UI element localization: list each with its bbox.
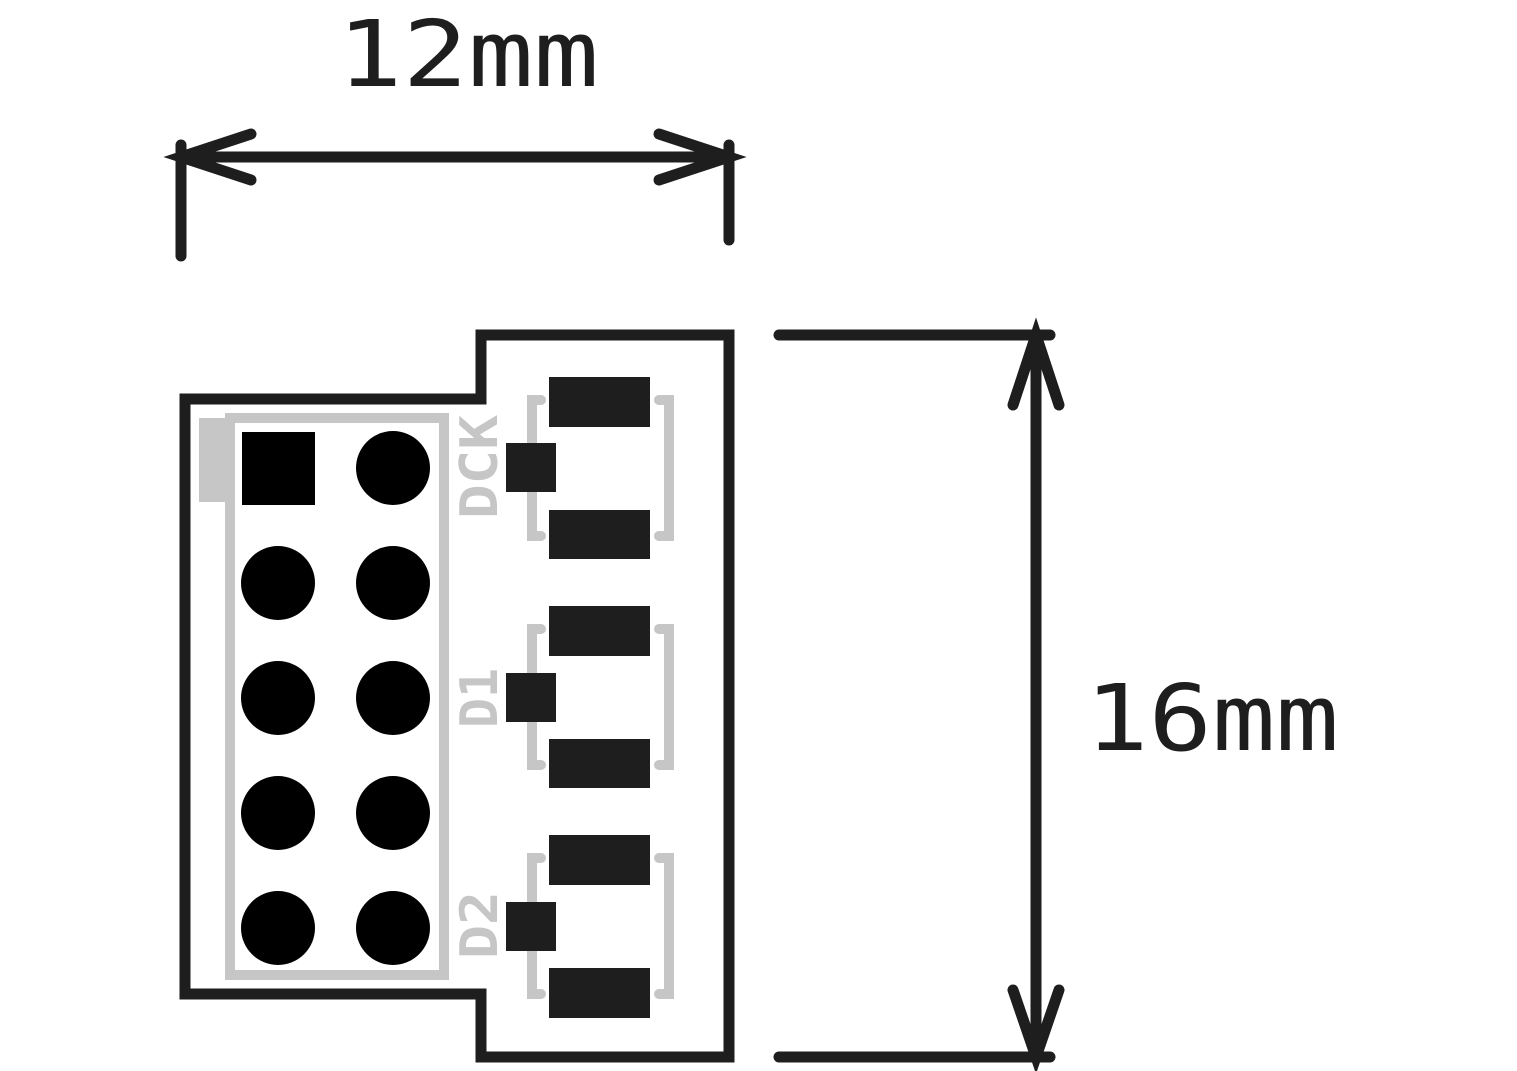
smd-pad-top bbox=[549, 377, 650, 427]
smd-pad-top bbox=[549, 835, 650, 885]
header-pad-1 bbox=[242, 432, 315, 505]
height-dimension bbox=[773, 317, 1065, 1071]
pin1-marker bbox=[199, 418, 235, 502]
header-pad-2 bbox=[356, 431, 430, 505]
header-pad-6 bbox=[356, 661, 430, 735]
height-arrow-bottom bbox=[1007, 984, 1065, 1071]
header-silk-outline bbox=[225, 413, 449, 980]
smd-pad-middle bbox=[506, 902, 556, 951]
width-arrow-left bbox=[163, 128, 257, 186]
width-arrow-right bbox=[653, 128, 747, 186]
smd-pad-bottom bbox=[549, 739, 650, 788]
smd-pad-middle bbox=[506, 443, 556, 492]
header-pad-3 bbox=[241, 546, 315, 620]
component-silk-right bbox=[654, 624, 674, 770]
board-outline bbox=[179, 329, 735, 1063]
header-pad-9 bbox=[241, 891, 315, 965]
component-dck: DCK bbox=[450, 377, 674, 559]
component-d2: D2 bbox=[450, 835, 674, 1018]
component-label-dck: DCK bbox=[450, 414, 510, 519]
component-silk-right bbox=[654, 395, 674, 541]
header-pad-8 bbox=[356, 776, 430, 850]
header-pad-5 bbox=[241, 661, 315, 735]
smd-pad-bottom bbox=[549, 968, 650, 1018]
component-label-d1: D1 bbox=[450, 668, 510, 728]
smd-pad-bottom bbox=[549, 510, 650, 559]
height-label: 16mm bbox=[1085, 665, 1339, 772]
smd-pad-middle bbox=[506, 673, 556, 722]
header-pads bbox=[241, 431, 430, 965]
component-label-d2: D2 bbox=[450, 891, 510, 959]
component-d1: D1 bbox=[450, 606, 674, 788]
header-pad-10 bbox=[356, 891, 430, 965]
height-arrow-top bbox=[1007, 317, 1065, 411]
width-dimension bbox=[163, 128, 747, 262]
header-silkscreen bbox=[199, 413, 449, 980]
width-label: 12mm bbox=[337, 1, 599, 108]
smd-pad-top bbox=[549, 606, 650, 656]
component-silk-right bbox=[654, 853, 674, 999]
header-pad-4 bbox=[356, 546, 430, 620]
header-pad-7 bbox=[241, 776, 315, 850]
